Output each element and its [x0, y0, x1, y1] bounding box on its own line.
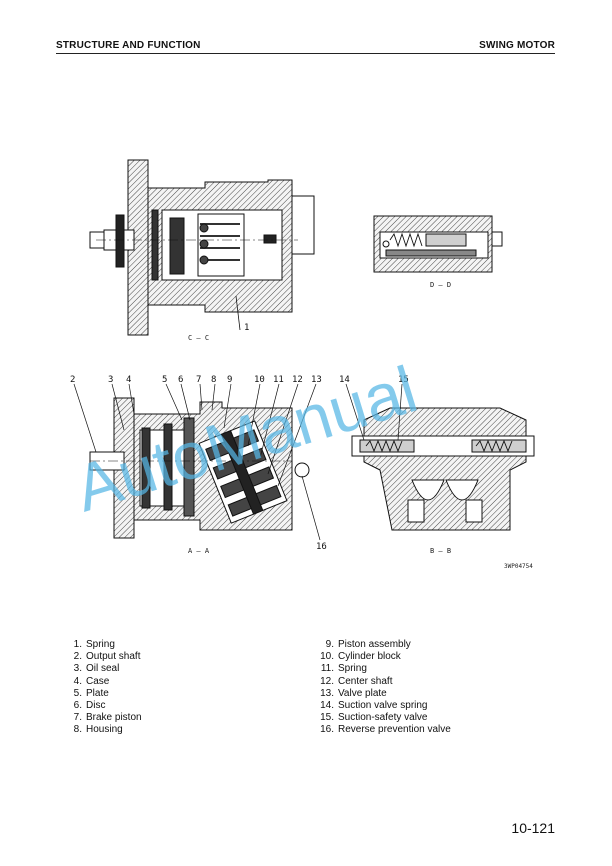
callout-leaders-aa: [73, 383, 321, 541]
callout-8: 8: [211, 375, 216, 385]
callout-12: 12: [292, 375, 303, 385]
section-view-dd: [373, 215, 503, 273]
callout-3: 3: [108, 375, 113, 385]
list-item: 10.Cylinder block: [320, 651, 401, 663]
section-view-cc: [89, 159, 315, 336]
view-label-cc: C – C: [188, 334, 209, 342]
list-item: 9.Piston assembly: [325, 639, 411, 650]
view-label-bb: B – B: [430, 547, 451, 555]
view-label-aa: A – A: [188, 547, 210, 555]
callout-1: 1: [244, 323, 249, 333]
callout-5: 5: [162, 375, 167, 385]
parts-list-left: 1.Spring 2.Output shaft 3.Oil seal 4.Cas…: [64, 639, 142, 737]
callout-leaders-bb: [345, 383, 403, 441]
section-title: STRUCTURE AND FUNCTION: [56, 40, 201, 51]
callout-6: 6: [178, 375, 183, 385]
callout-9: 9: [227, 375, 232, 385]
callout-2: 2: [70, 375, 75, 385]
list-item: 12.Center shaft: [320, 675, 393, 687]
parts-list-right: 9.Piston assembly 10.Cylinder block 11.S…: [316, 639, 451, 737]
callout-13: 13: [311, 375, 322, 385]
section-view-bb: [351, 407, 535, 531]
callout-7: 7: [196, 375, 201, 385]
list-item: 5.Plate: [73, 687, 109, 699]
list-item: 3.Oil seal: [73, 663, 120, 675]
list-item: 7.Brake piston: [73, 712, 142, 724]
list-item: 13.Valve plate: [320, 687, 387, 699]
header-divider: [56, 53, 555, 54]
view-label-dd: D – D: [430, 281, 451, 289]
callout-10: 10: [254, 375, 265, 385]
callout-4: 4: [126, 375, 131, 385]
figure-code: 3WP04754: [504, 563, 533, 570]
callout-11: 11: [273, 375, 284, 385]
page-topic-title: SWING MOTOR: [479, 40, 555, 51]
page-number: 10-121: [511, 820, 555, 836]
list-item: 6.Disc: [73, 700, 106, 712]
list-item: 1.Spring: [73, 639, 115, 650]
list-item: 15.Suction-safety valve: [320, 712, 428, 724]
list-item: 16.Reverse prevention valve: [320, 724, 451, 736]
callout-16: 16: [316, 542, 327, 552]
section-view-aa: [89, 397, 310, 539]
callout-14: 14: [339, 375, 350, 385]
list-item: 11.Spring: [320, 663, 367, 675]
list-item: 4.Case: [73, 675, 110, 687]
list-item: 8.Housing: [73, 724, 123, 736]
callout-15: 15: [398, 375, 409, 385]
list-item: 2.Output shaft: [73, 651, 141, 663]
list-item: 14.Suction valve spring: [320, 700, 428, 712]
